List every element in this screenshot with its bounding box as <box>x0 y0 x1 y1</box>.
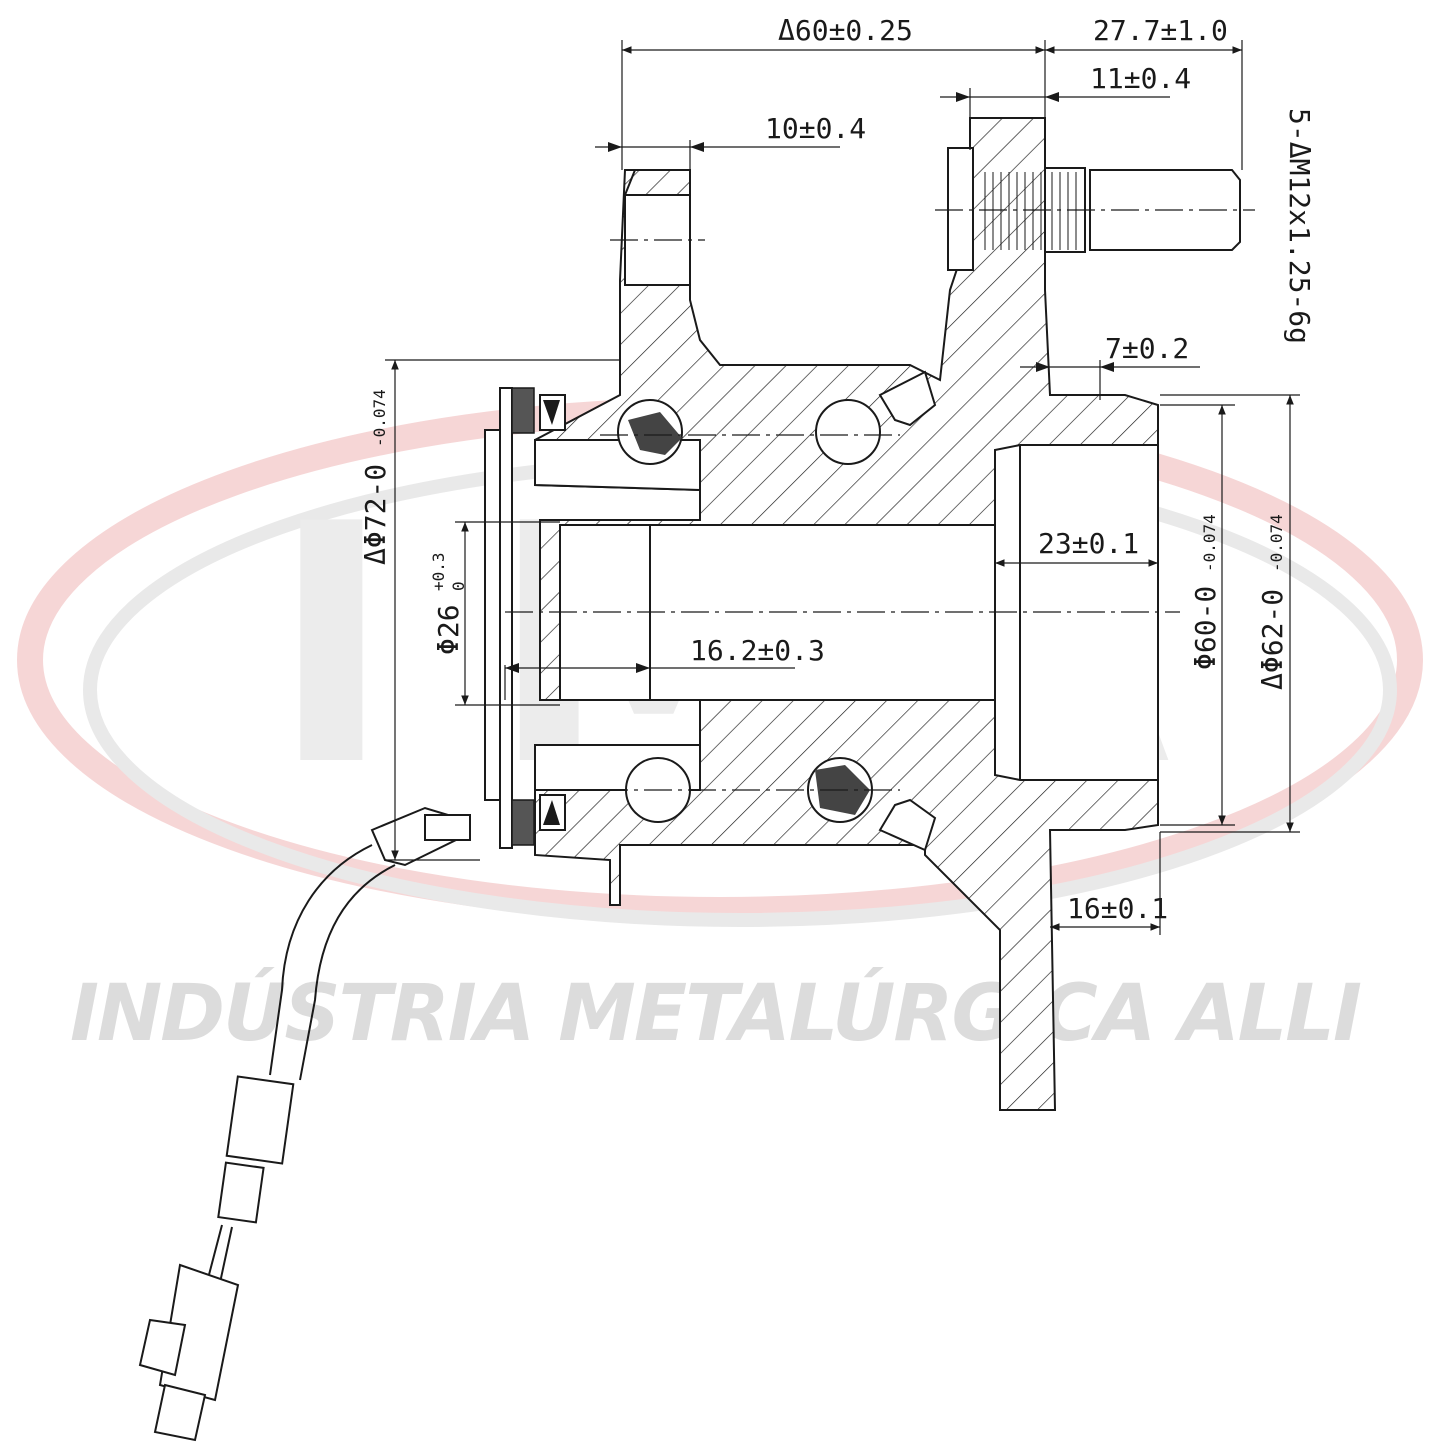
stud-knurl-lines <box>984 172 1077 250</box>
wheel-stud <box>935 147 1255 271</box>
encoder-ring <box>499 387 513 849</box>
label-phi72: ΔΦ72-0 <box>359 464 392 565</box>
label-27-7: 27.7±1.0 <box>1093 14 1228 47</box>
label-phi72-tol: -0.074 <box>370 389 389 447</box>
cable-sleeve-2 <box>217 1161 265 1224</box>
label-stud-thread: 5-ΔM12x1.25-6g <box>1283 108 1316 344</box>
seal-right-top <box>878 370 937 427</box>
seal-left-bottom <box>511 799 535 846</box>
label-16-2: 16.2±0.3 <box>690 634 825 667</box>
ball-top-right <box>815 399 881 465</box>
label-23: 23±0.1 <box>1038 527 1139 560</box>
abs-sensor <box>138 806 471 1442</box>
sensor-mount <box>424 814 471 841</box>
ball-top-left-fill <box>628 412 682 455</box>
stud-head <box>947 147 974 271</box>
label-phi26: Φ26 <box>432 604 465 655</box>
label-16: 16±0.1 <box>1067 892 1168 925</box>
stud-knurl <box>1044 167 1086 253</box>
label-11: 11±0.4 <box>1090 62 1191 95</box>
label-phi60: Φ60-0 <box>1189 586 1222 670</box>
label-60: Δ60±0.25 <box>778 14 913 47</box>
label-10: 10±0.4 <box>765 112 866 145</box>
cable-inner <box>299 864 396 1081</box>
cable-sleeve-1 <box>225 1075 295 1165</box>
cable-outer <box>269 844 373 1076</box>
label-phi26-tol: +0.3 <box>429 552 448 591</box>
seal-right-bottom <box>878 798 937 852</box>
label-phi60-tol: -0.074 <box>1200 514 1219 572</box>
seal-left-top <box>511 387 535 434</box>
left-cap <box>484 429 501 801</box>
label-phi62: ΔΦ62-0 <box>1256 589 1289 690</box>
seal-left-top-tri <box>543 400 560 425</box>
watermark-company: INDÚSTRIA METALÚRGICA ALLI <box>70 967 1380 1059</box>
label-phi26-tol-lo: 0 <box>449 581 468 591</box>
label-7: 7±0.2 <box>1105 332 1189 365</box>
flange-hole-top <box>624 169 690 196</box>
label-phi62-tol: -0.074 <box>1267 514 1286 572</box>
connector-latch <box>138 1318 187 1377</box>
seal-left-bottom-tri <box>543 800 560 825</box>
hub-body <box>534 117 1159 1111</box>
connector-tip <box>153 1383 207 1442</box>
dimension-lines <box>385 40 1300 935</box>
dimension-labels: Δ60±0.25 27.7±1.0 11±0.4 10±0.4 7±0.2 23… <box>359 14 1316 925</box>
